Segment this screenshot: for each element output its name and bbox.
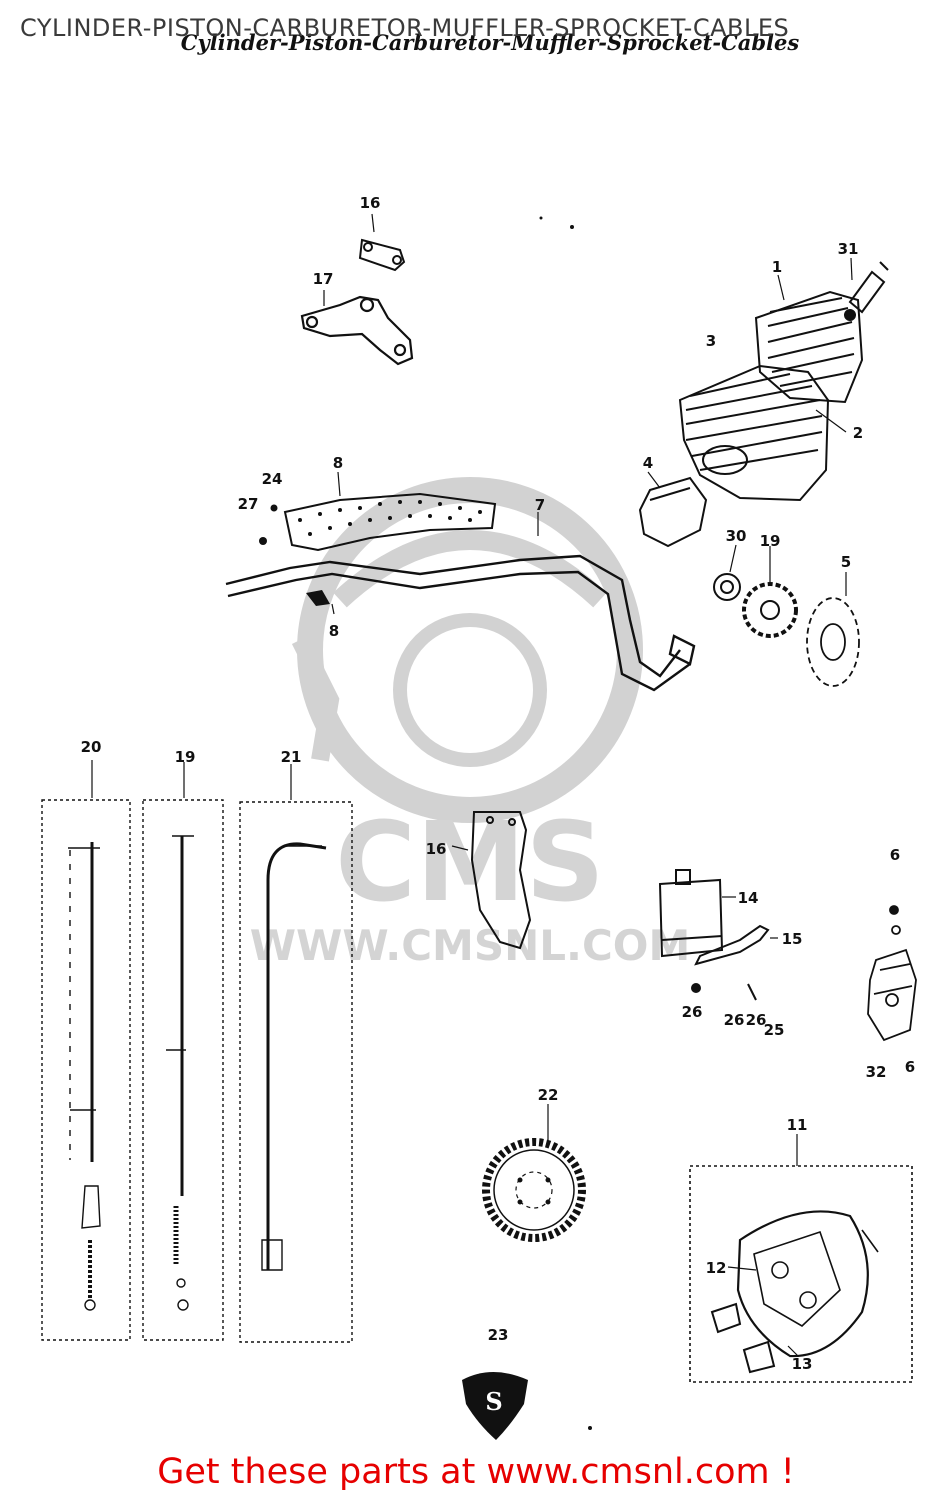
- part-4-piston: [638, 476, 708, 548]
- label-16-guard: 16: [426, 840, 447, 858]
- part-7-exhaust-pipe: [225, 554, 696, 692]
- part-22-rear-sprocket: [482, 1138, 586, 1242]
- brake-group-11: [689, 1165, 913, 1383]
- scan-dot: [588, 1426, 592, 1430]
- label-27: 27: [238, 495, 259, 513]
- part-19-sprocket: [742, 582, 798, 638]
- part-31-spark-plug: [844, 261, 889, 321]
- scan-dot: [539, 216, 543, 220]
- callout-labels: 16 17 31 1 3 2 4 8 24 27 7 30 19 5 8 20 …: [81, 194, 916, 1373]
- label-4: 4: [643, 454, 653, 472]
- label-20: 20: [81, 738, 102, 756]
- label-26c: 26: [746, 1011, 767, 1029]
- cable-group-20: [41, 799, 131, 1341]
- part-30-washer: [713, 573, 741, 601]
- label-13: 13: [792, 1355, 813, 1373]
- part-1-cylinder-head: [754, 290, 864, 404]
- cable-group-19: [142, 799, 224, 1341]
- label-6-mid: 6: [905, 1058, 915, 1076]
- watermark-wrench: [291, 635, 340, 762]
- part-23-emblem: S: [462, 1372, 528, 1440]
- label-15: 15: [782, 930, 803, 948]
- label-14: 14: [738, 889, 759, 907]
- label-23: 23: [488, 1326, 509, 1344]
- label-8-top: 8: [333, 454, 343, 472]
- watermark-mascot-face: [393, 613, 547, 767]
- label-8-bottom: 8: [329, 622, 339, 640]
- label-5: 5: [841, 553, 851, 571]
- label-17: 17: [313, 270, 334, 288]
- label-11: 11: [787, 1116, 808, 1134]
- footer-shop-link[interactable]: Get these parts at www.cmsnl.com !: [157, 1452, 795, 1492]
- label-19-cable: 19: [175, 748, 196, 766]
- label-31: 31: [838, 240, 859, 258]
- label-12: 12: [706, 1259, 727, 1277]
- part-2-cylinder: [678, 364, 830, 502]
- part-6-carburetor: [867, 905, 917, 1042]
- scan-dot: [570, 225, 574, 229]
- part-27-part-24-fasteners: [259, 504, 330, 606]
- part-14-oil-tank: [658, 869, 724, 958]
- label-19-sprocket: 19: [760, 532, 781, 550]
- cable-group-21: [239, 801, 353, 1343]
- label-25: 25: [764, 1021, 785, 1039]
- part-15-clamp: [691, 924, 770, 1001]
- part-16-chain-guard: [470, 811, 532, 950]
- scan-title: Cylinder-Piston-Carburetor-Muffler-Sproc…: [181, 30, 800, 55]
- watermark-brand: CMS: [335, 798, 604, 926]
- label-16-block: 16: [360, 194, 381, 212]
- emblem-logo-letter: S: [485, 1387, 502, 1416]
- page-title: CYLINDER-PISTON-CARBURETOR-MUFFLER-SPROC…: [20, 14, 790, 42]
- part-5-cover: [806, 597, 860, 687]
- label-2: 2: [853, 424, 863, 442]
- label-6-top: 6: [890, 846, 900, 864]
- label-3: 3: [706, 332, 716, 350]
- label-1: 1: [772, 258, 782, 276]
- watermark-url: WWW.CMSNL.COM: [250, 921, 691, 970]
- label-22: 22: [538, 1086, 559, 1104]
- part-16-block: [358, 238, 406, 272]
- label-21: 21: [281, 748, 302, 766]
- leader-lines: [91, 213, 853, 1357]
- label-32: 32: [866, 1063, 887, 1081]
- part-17-bracket: [300, 295, 414, 366]
- label-26b: 26: [724, 1011, 745, 1029]
- label-30: 30: [726, 527, 747, 545]
- watermark-mascot-cap: [333, 530, 607, 608]
- label-7: 7: [535, 496, 545, 514]
- label-26a: 26: [682, 1003, 703, 1021]
- part-8-heat-shield: [283, 492, 497, 552]
- cms-watermark: CMS WWW.CMSNL.COM: [250, 477, 691, 970]
- label-24: 24: [262, 470, 283, 488]
